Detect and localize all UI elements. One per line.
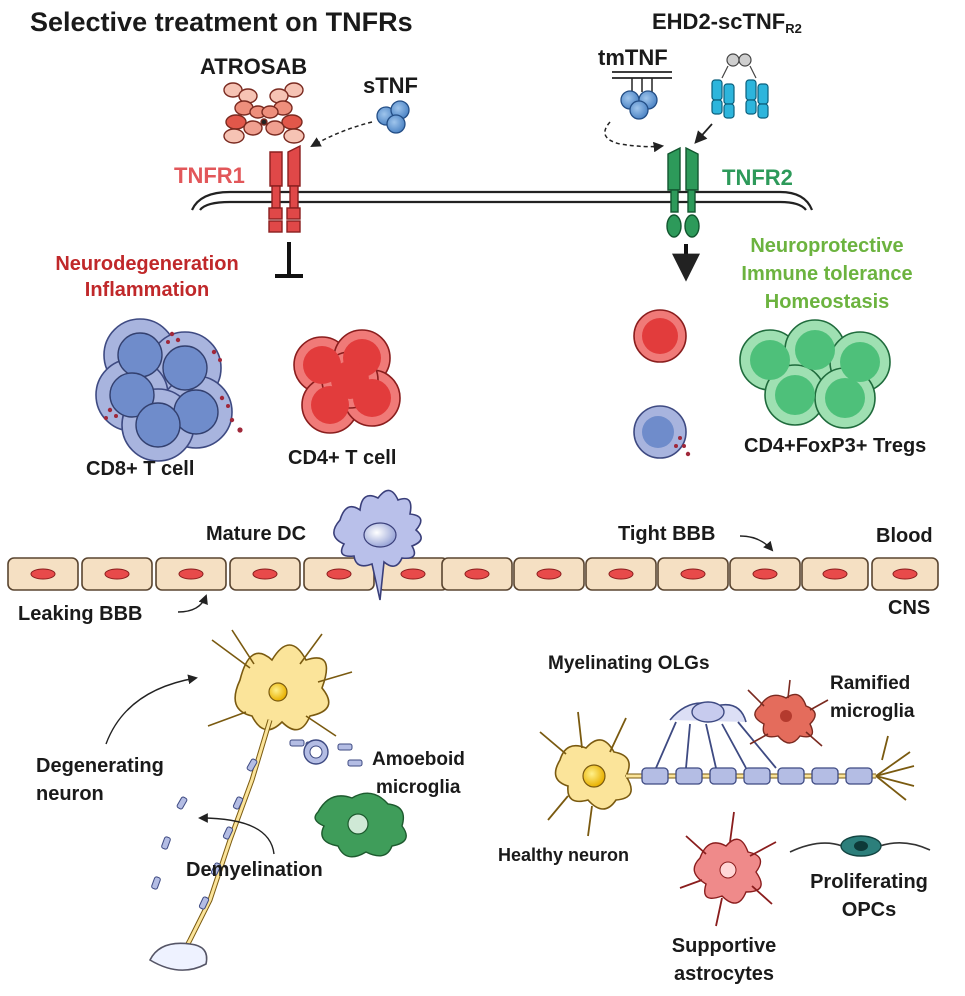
demyelination-label: Demyelination: [186, 859, 323, 881]
cd4-t-cell-single: [633, 309, 687, 363]
myelinating-olgs-label: Myelinating OLGs: [548, 653, 710, 674]
ehd2-binding-arrow: [694, 123, 713, 144]
tnfr1-label: TNFR1: [174, 163, 245, 188]
effect-immune-tolerance: Immune tolerance: [741, 263, 913, 285]
proliferating-opcs-label-2: OPCs: [841, 899, 897, 921]
ehd2-sctnf-r2-label: EHD2-scTNFR2: [652, 9, 802, 36]
ehd2-sctnf-r2-icon: [711, 53, 769, 119]
tight-bbb-arrow: [739, 535, 774, 552]
supportive-astrocytes-label-2: astrocytes: [673, 963, 775, 985]
amoeboid-microglia-small: [303, 739, 329, 765]
degenerating-neuron-label-1: Degenerating: [36, 755, 164, 777]
healthy-neuron-label: Healthy neuron: [498, 845, 630, 865]
inhibition-symbol: [275, 242, 303, 278]
cns-label: CNS: [888, 597, 931, 619]
myelin-debris: [151, 739, 363, 910]
figure-title: Selective treatment on TNFRs: [30, 7, 413, 37]
blood-label: Blood: [876, 525, 933, 547]
effect-neuroprotective: Neuroprotective: [750, 235, 904, 257]
tight-bbb-label: Tight BBB: [618, 523, 716, 545]
amoeboid-microglia-label-2: microglia: [376, 777, 461, 798]
treg-cell-cluster: [739, 319, 891, 429]
degenerating-neuron-label-2: neuron: [36, 783, 104, 805]
degenerating-neuron-nucleus: [268, 682, 288, 702]
cell-membrane: [190, 190, 814, 211]
treg-label: CD4+FoxP3+ Tregs: [744, 435, 927, 457]
cd4-t-cell-cluster: [293, 329, 401, 434]
cd8-t-cell-label: CD8+ T cell: [86, 458, 195, 480]
stnf-binding-arrow: [310, 121, 373, 148]
effect-inflammation: Inflammation: [84, 279, 210, 301]
leaking-bbb-arrow: [177, 594, 208, 613]
supportive-astrocytes-label-1: Supportive: [671, 935, 777, 957]
degenerating-arrow: [105, 674, 198, 745]
demyelination-arrow: [198, 813, 275, 855]
tmtnf-icon: [612, 71, 672, 120]
myelin-sheaths: [641, 767, 873, 785]
proliferating-opc: [789, 835, 931, 857]
supportive-astrocyte: [679, 811, 777, 927]
proliferating-opcs-label-1: Proliferating: [810, 871, 928, 893]
leaking-bbb-label: Leaking BBB: [18, 603, 143, 625]
stnf-trimer-icon: [376, 100, 410, 134]
cd4-t-cell-label: CD4+ T cell: [288, 447, 397, 469]
tnfr2-receptor-icon: [666, 146, 700, 238]
myelinating-oligodendrocyte: [655, 701, 777, 769]
tmtnf-label: tmTNF: [598, 45, 668, 70]
mature-dc-label: Mature DC: [206, 523, 307, 545]
cd8-t-cell-cluster: [95, 318, 243, 462]
ramified-microglia-label-2: microglia: [830, 701, 915, 722]
tnfr1-receptor-icon: [268, 144, 301, 233]
blood-brain-barrier: [7, 557, 939, 591]
effect-homeostasis: Homeostasis: [764, 291, 890, 313]
atrosab-label: ATROSAB: [200, 54, 308, 79]
stnf-label: sTNF: [363, 73, 418, 98]
ramified-microglia: [747, 679, 829, 747]
cd8-t-cell-single: [633, 405, 691, 459]
ramified-microglia-label-1: Ramified: [830, 673, 911, 694]
tnfr2-label: TNFR2: [722, 165, 793, 190]
amoeboid-microglia-cell: [314, 792, 407, 858]
effect-neurodegeneration: Neurodegeneration: [55, 253, 239, 275]
atrosab-antibody-icon: [223, 82, 305, 144]
amoeboid-microglia-label-1: Amoeboid: [372, 749, 465, 770]
mature-dendritic-cell: [333, 489, 422, 601]
tmtnf-binding-arrow: [604, 121, 665, 153]
